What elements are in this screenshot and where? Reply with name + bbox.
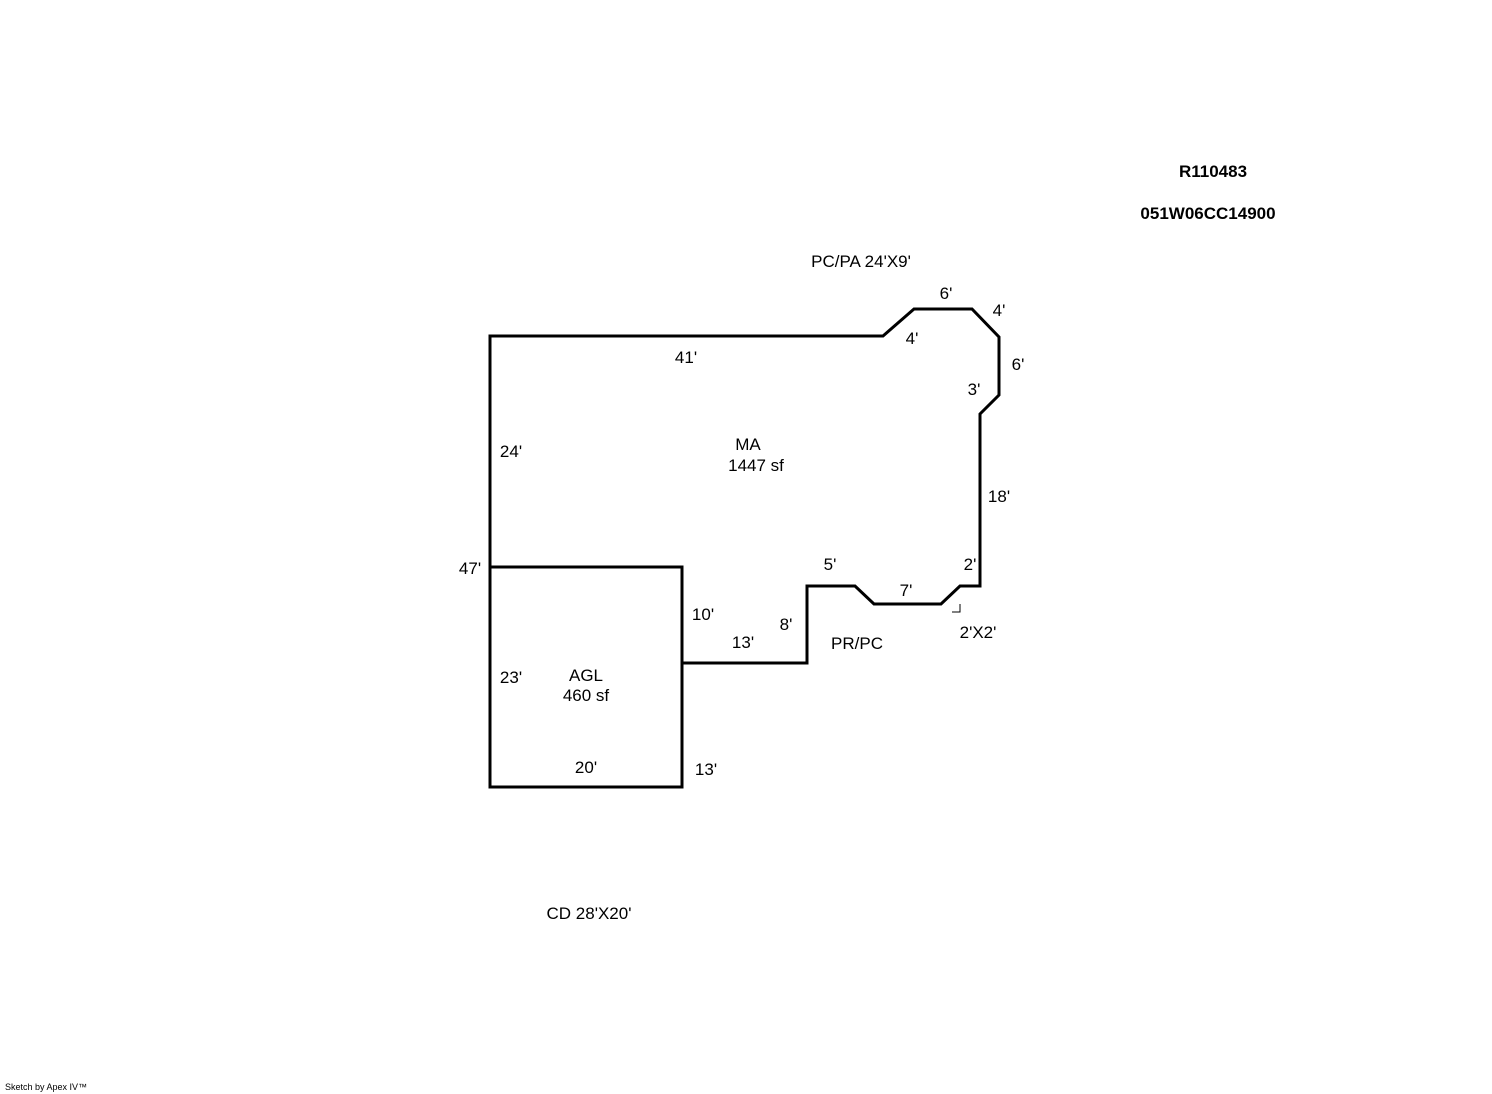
dim-label: 4' [906,329,919,348]
dim-label: 5' [824,555,837,574]
dim-label: 6' [1012,355,1025,374]
sketch-credit: Sketch by Apex IV™ [5,1082,87,1092]
porch-top-label: PC/PA 24'X9' [811,252,911,271]
dim-label: 6' [940,284,953,303]
dim-label: 7' [900,581,913,600]
main-area-size: 1447 sf [728,456,784,475]
porch-front-label: PR/PC [831,634,883,653]
corner-marker [952,604,961,613]
dim-label: 41' [675,348,697,367]
dim-label: 18' [988,487,1010,506]
dim-label: 8' [780,615,793,634]
deck-label: CD 28'X20' [547,904,632,923]
main-area-outline [488,307,1001,665]
dim-label: 2' [964,555,977,574]
dim-label: 4' [993,301,1006,320]
dim-label: 13' [732,633,754,652]
main-area-code: MA [735,435,761,454]
dim-label: 10' [692,605,714,624]
garage-outline [488,565,684,789]
dim-label: 13' [695,760,717,779]
corner-label: 2'X2' [960,623,997,642]
dim-label: 24' [500,442,522,461]
garage-code: AGL [569,666,603,685]
dim-label: 3' [968,380,981,399]
garage-size: 460 sf [563,686,610,705]
dimension-labels: 41' 4' 6' 4' 6' 3' 18' 2' 7' 5' 8' 13' 1… [459,284,1024,779]
dim-label: 20' [575,758,597,777]
map-tax-lot: 051W06CC14900 [1140,204,1275,223]
dim-label: 23' [500,668,522,687]
parcel-id: R110483 [1179,162,1247,181]
dim-label: 47' [459,559,481,578]
